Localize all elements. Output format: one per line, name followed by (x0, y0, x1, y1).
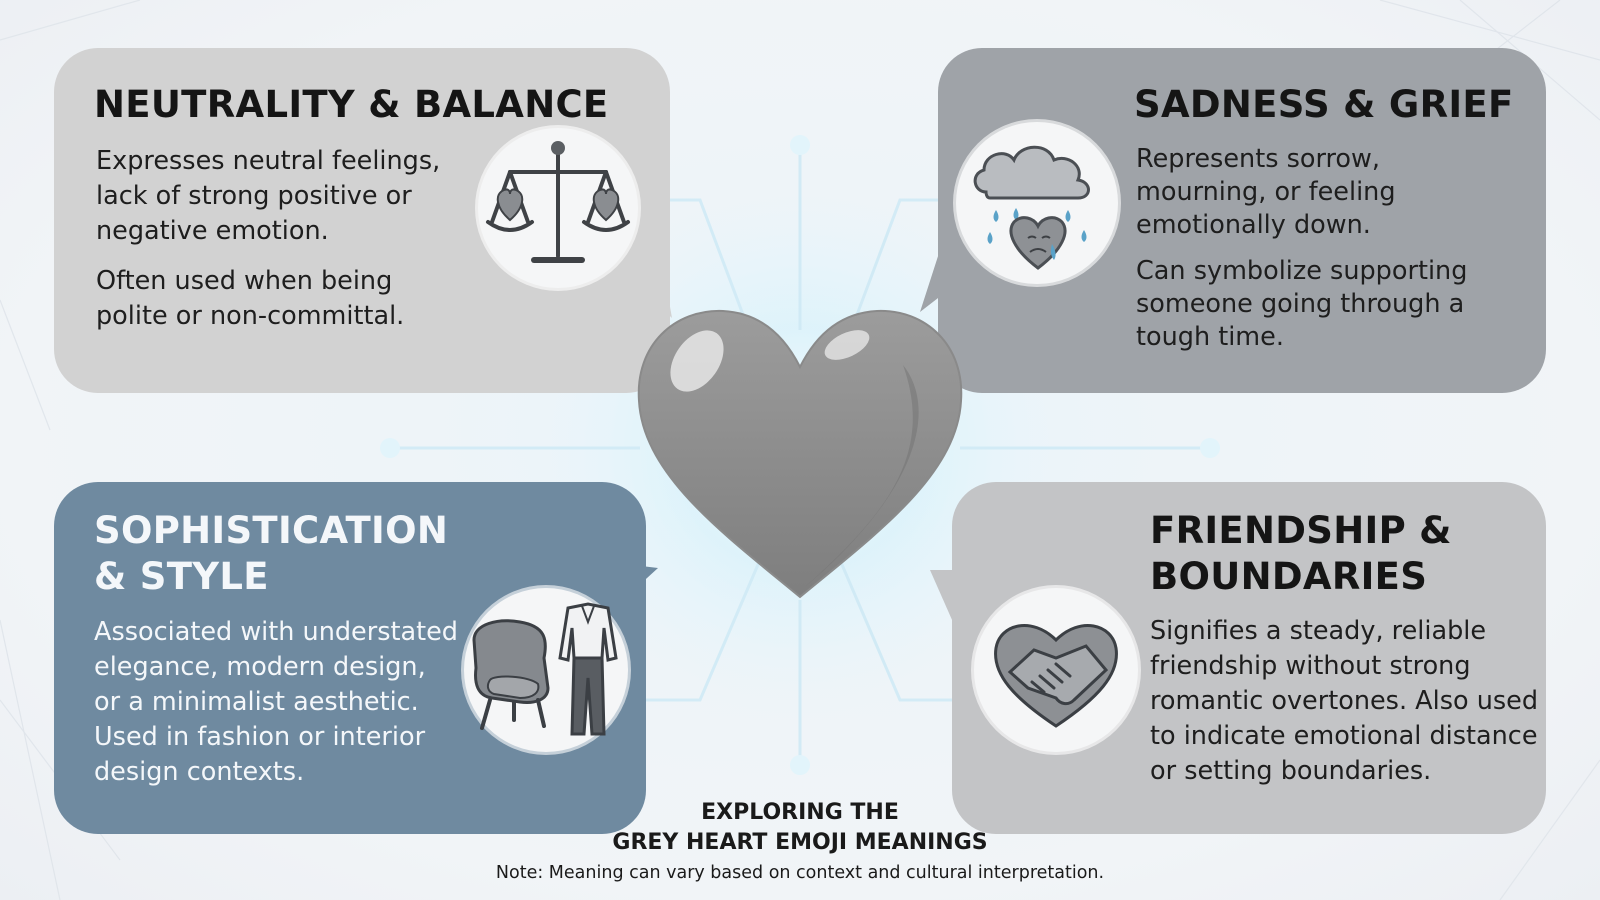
friendship-text-line: Signifies a steady, reliable (1150, 616, 1487, 646)
sadness-text-line: Represents sorrow, (1136, 144, 1380, 174)
friendship-text-line: friendship without strong (1150, 651, 1471, 681)
style-text-line: Used in fashion or interior (94, 722, 426, 752)
neutrality-title: NEUTRALITY & BALANCE (94, 83, 609, 126)
sadness-text-line: mourning, or feeling (1136, 177, 1396, 207)
neutrality-text-line: Expresses neutral feelings, (96, 146, 441, 176)
neutrality-text-line: lack of strong positive or (96, 181, 412, 211)
sadness-text-line: someone going through a (1136, 289, 1465, 319)
rain-cloud-crying-heart-icon (956, 122, 1118, 284)
footer-note: Note: Meaning can vary based on context … (495, 863, 1105, 883)
friendship-text-line: romantic overtones. Also used (1150, 686, 1539, 716)
sadness-text-line: tough time. (1136, 322, 1284, 352)
neutrality-text-line: negative emotion. (96, 216, 329, 246)
page-title-line: GREY HEART EMOJI MEANINGS (612, 830, 988, 855)
sadness-text-line: Can symbolize supporting (1136, 256, 1468, 286)
neutrality-text-line: polite or non-committal. (96, 301, 405, 331)
style-title: SOPHISTICATION (94, 509, 449, 552)
sadness-card: SADNESS & GRIEF Represents sorrow, mourn… (938, 48, 1546, 393)
style-card: SOPHISTICATION & STYLE Associated with u… (54, 482, 646, 834)
armchair-suit-icon (464, 588, 628, 752)
neutrality-text-line: Often used when being (96, 266, 393, 296)
page-title: EXPLORING THE GREY HEART EMOJI MEANINGS (500, 798, 1100, 858)
friendship-text-line: to indicate emotional distance (1150, 721, 1538, 751)
style-title: & STYLE (94, 555, 269, 598)
balance-scale-hearts-icon (478, 128, 638, 288)
friendship-text-line: or setting boundaries. (1150, 756, 1432, 786)
handshake-heart-icon (974, 588, 1138, 752)
page-title-line: EXPLORING THE (701, 800, 899, 825)
style-text-line: elegance, modern design, (94, 652, 426, 682)
friendship-title: BOUNDARIES (1150, 555, 1428, 598)
sadness-title: SADNESS & GRIEF (1134, 83, 1514, 126)
style-text-line: or a minimalist aesthetic. (94, 687, 419, 717)
style-text-line: design contexts. (94, 757, 305, 787)
friendship-card: FRIENDSHIP & BOUNDARIES Signifies a stea… (952, 482, 1546, 834)
neutrality-card: NEUTRALITY & BALANCE Expresses neutral f… (54, 48, 670, 393)
friendship-title: FRIENDSHIP & (1150, 509, 1452, 552)
sadness-text-line: emotionally down. (1136, 210, 1371, 240)
grey-heart-icon (637, 309, 963, 599)
style-text-line: Associated with understated (94, 617, 458, 647)
